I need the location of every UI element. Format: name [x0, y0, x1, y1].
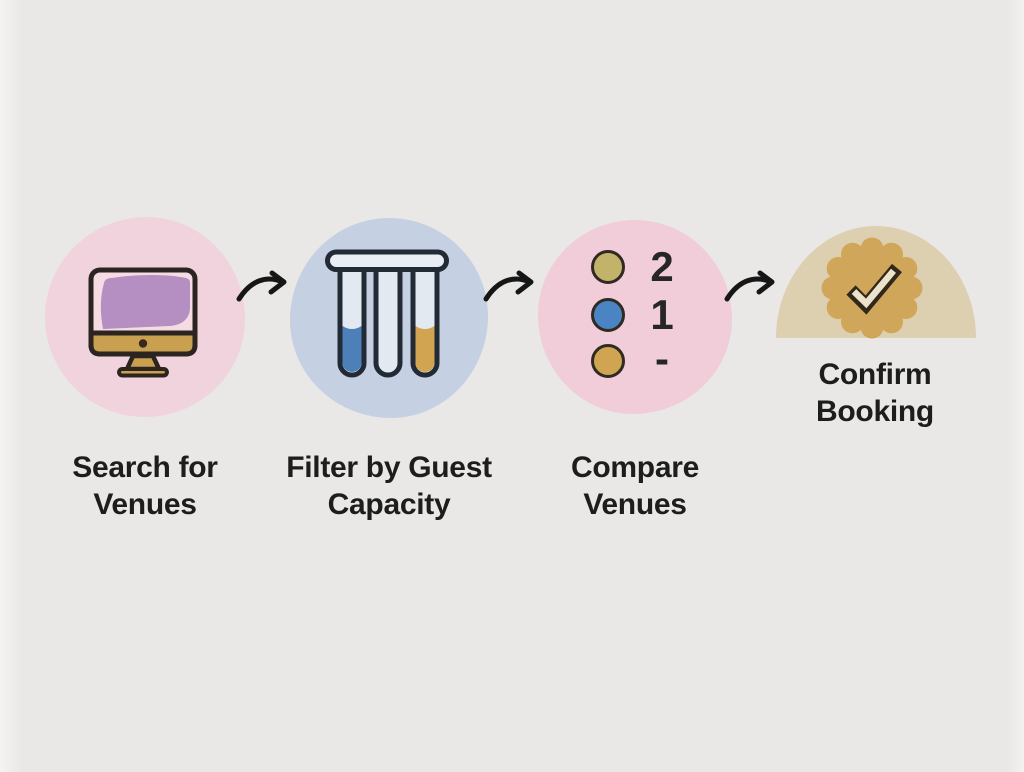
rank-value: 2 — [650, 243, 674, 290]
step-bubble-filter-capacity — [290, 218, 488, 418]
label-line: Compare — [571, 451, 699, 484]
step-bubble-confirm-booking — [776, 226, 976, 339]
rank-dot-gold — [591, 344, 625, 378]
step-bubble-compare-venues: 2 1 - — [538, 220, 732, 414]
flow-arrow-1-icon — [236, 270, 287, 302]
verified-badge-check-icon — [821, 237, 923, 339]
step-label-search-venues: Search for Venues — [25, 449, 265, 523]
label-line: Search for — [72, 451, 218, 484]
rank-value: - — [655, 335, 669, 382]
label-line: Venues — [583, 488, 687, 521]
rank-dot-olive — [591, 250, 625, 284]
desktop-monitor-icon — [88, 267, 198, 378]
label-line: Capacity — [327, 488, 451, 521]
rank-value: 1 — [650, 291, 674, 338]
label-line: Filter by Guest — [286, 451, 492, 484]
label-line: Booking — [816, 395, 934, 428]
step-bubble-search-venues — [45, 217, 245, 417]
step-label-filter-capacity: Filter by Guest Capacity — [269, 449, 509, 523]
label-line: Venues — [93, 488, 197, 521]
flow-arrow-2-icon — [483, 270, 534, 302]
step-label-compare-venues: Compare Venues — [515, 449, 755, 523]
rank-dot-blue — [591, 298, 625, 332]
step-label-confirm-booking: Confirm Booking — [755, 356, 995, 430]
filter-test-tubes-icon — [325, 249, 449, 378]
flow-arrow-3-icon — [724, 270, 775, 302]
label-line: Confirm — [818, 358, 932, 391]
